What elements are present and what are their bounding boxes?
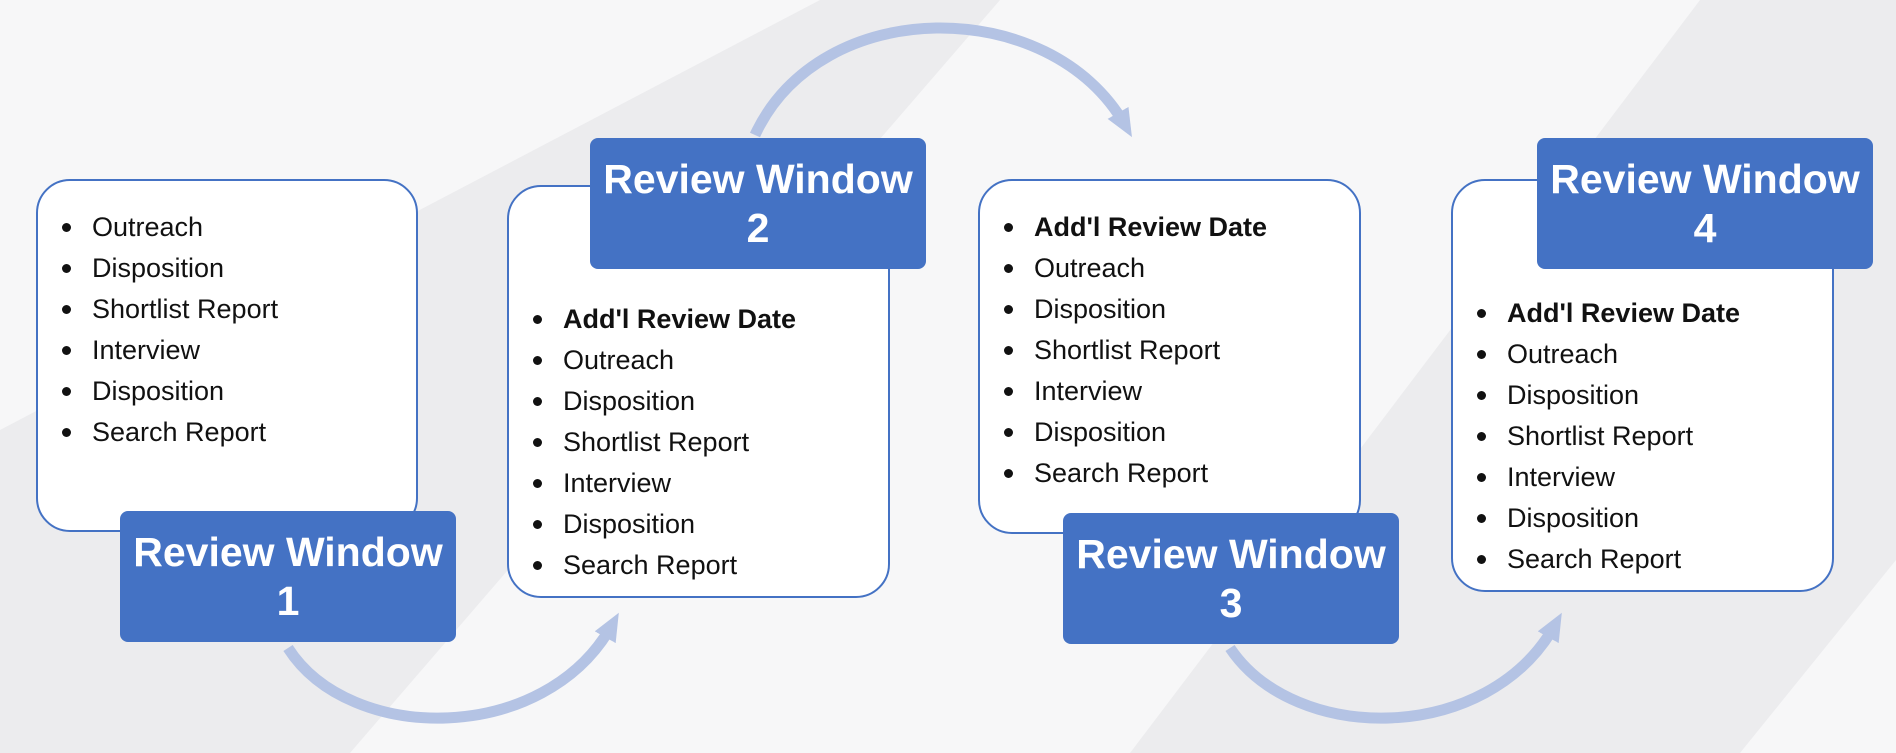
task-item: Search Report	[1004, 453, 1267, 494]
window-4-label-line2: 4	[1693, 204, 1717, 251]
task-item: Disposition	[1004, 289, 1267, 330]
window-1-label-line2: 1	[276, 577, 300, 624]
window-3-task-list: Add'l Review Date Outreach Disposition S…	[1004, 207, 1267, 494]
window-4-label-line1: Review Window	[1550, 155, 1860, 202]
task-item: Disposition	[1477, 498, 1740, 539]
task-item: Interview	[533, 463, 796, 504]
window-4-task-list: Add'l Review Date Outreach Disposition S…	[1477, 293, 1740, 580]
window-2-label-line1: Review Window	[603, 155, 913, 202]
window-3-label: Review Window 3	[1063, 513, 1399, 644]
window-1-label: Review Window 1	[120, 511, 456, 642]
window-1-task-list: Outreach Disposition Shortlist Report In…	[61, 207, 278, 453]
task-item: Interview	[61, 330, 278, 371]
task-item: Add'l Review Date	[533, 299, 796, 340]
window-4-card: Add'l Review Date Outreach Disposition S…	[1451, 179, 1834, 592]
task-item: Shortlist Report	[1004, 330, 1267, 371]
task-item: Search Report	[533, 545, 796, 586]
window-1-label-line1: Review Window	[133, 528, 443, 575]
window-3-card: Add'l Review Date Outreach Disposition S…	[978, 179, 1361, 534]
window-3-label-line1: Review Window	[1076, 530, 1386, 577]
window-3-label-line2: 3	[1219, 579, 1243, 626]
window-2-label: Review Window 2	[590, 138, 926, 269]
task-item: Outreach	[1004, 248, 1267, 289]
task-item: Disposition	[1477, 375, 1740, 416]
task-item: Disposition	[61, 371, 278, 412]
task-item: Add'l Review Date	[1477, 293, 1740, 334]
task-item: Interview	[1004, 371, 1267, 412]
task-item: Outreach	[61, 207, 278, 248]
task-item: Shortlist Report	[61, 289, 278, 330]
task-item: Interview	[1477, 457, 1740, 498]
task-item: Outreach	[533, 340, 796, 381]
window-1-card: Outreach Disposition Shortlist Report In…	[36, 179, 418, 532]
window-2-label-line2: 2	[746, 204, 770, 251]
task-item: Add'l Review Date	[1004, 207, 1267, 248]
task-item: Shortlist Report	[1477, 416, 1740, 457]
task-item: Search Report	[1477, 539, 1740, 580]
task-item: Disposition	[1004, 412, 1267, 453]
task-item: Disposition	[533, 381, 796, 422]
window-2-task-list: Add'l Review Date Outreach Disposition S…	[533, 299, 796, 586]
task-item: Disposition	[61, 248, 278, 289]
task-item: Outreach	[1477, 334, 1740, 375]
task-item: Disposition	[533, 504, 796, 545]
task-item: Search Report	[61, 412, 278, 453]
task-item: Shortlist Report	[533, 422, 796, 463]
window-4-label: Review Window 4	[1537, 138, 1873, 269]
